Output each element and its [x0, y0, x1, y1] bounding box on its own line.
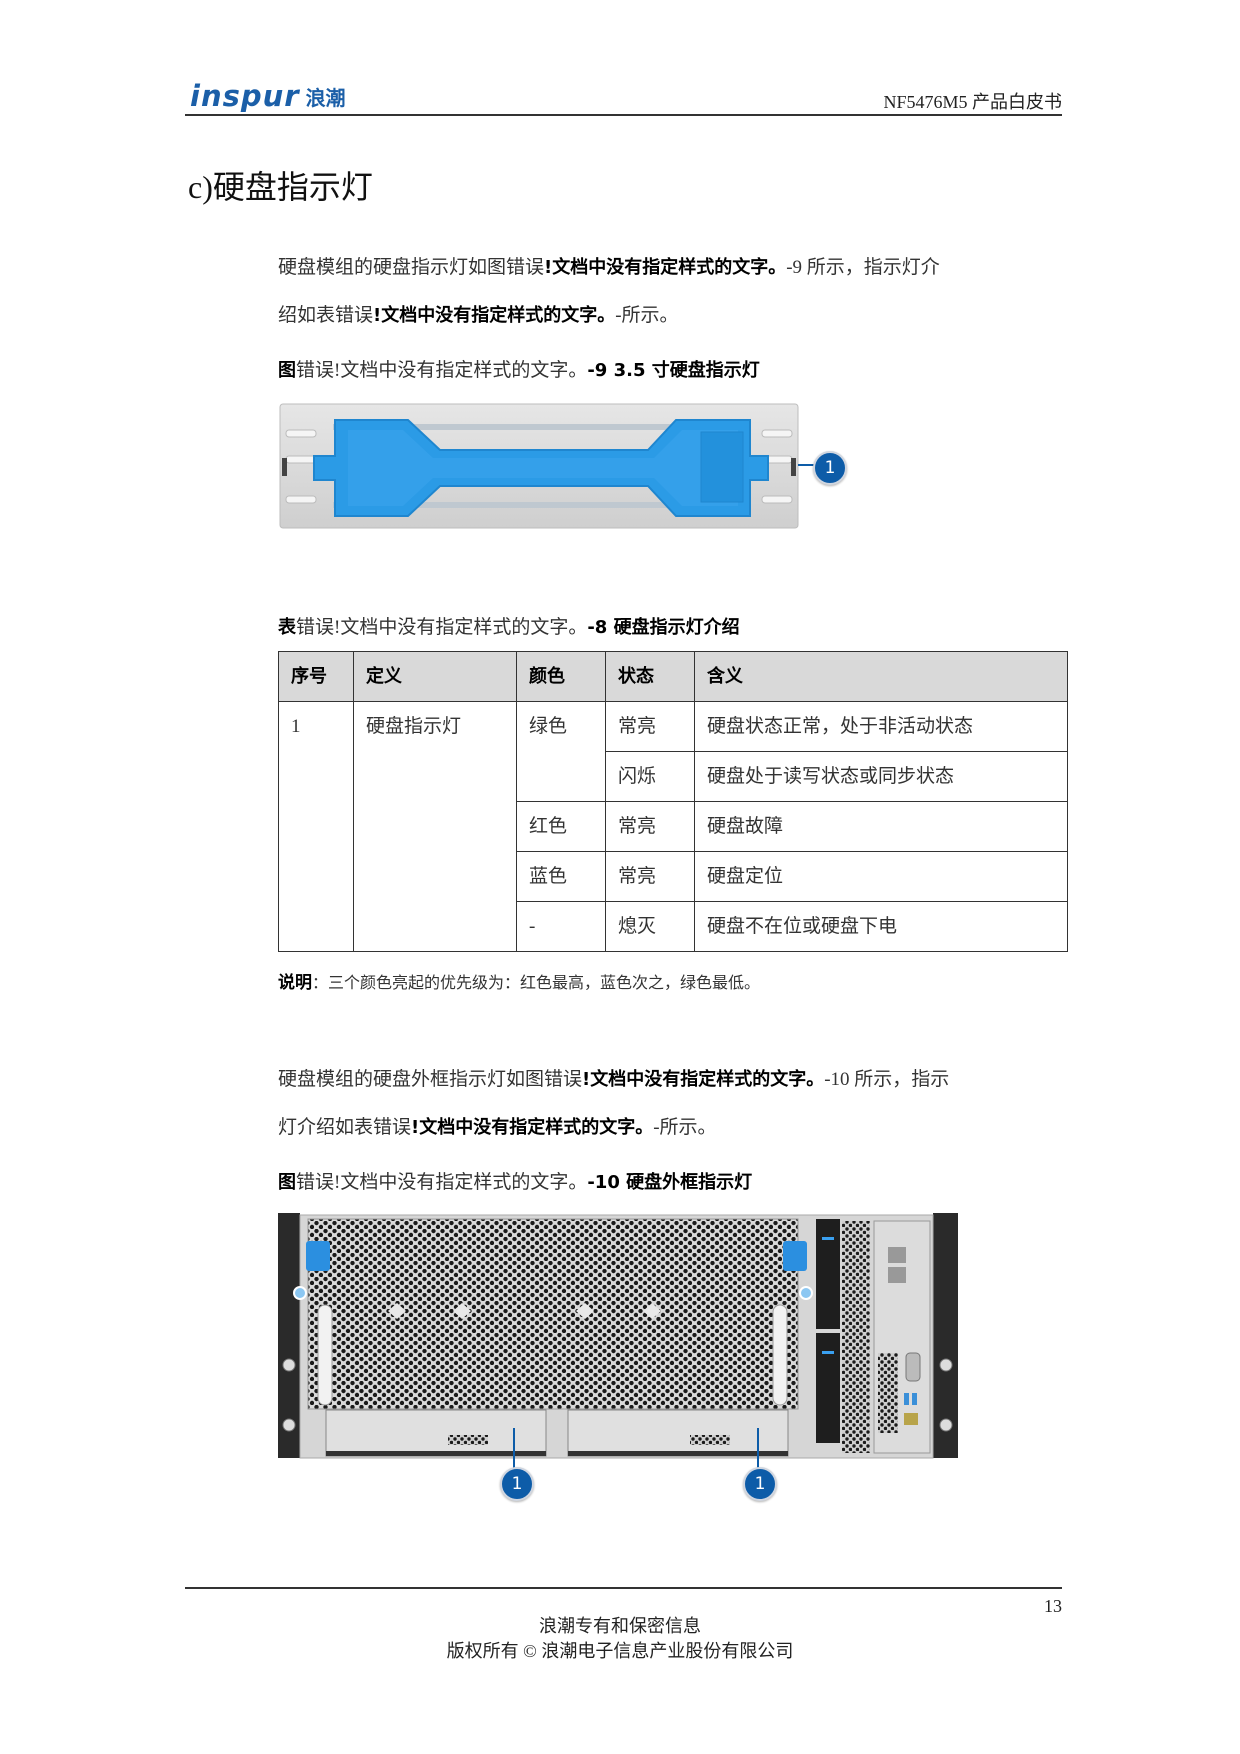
cell-state: 熄灭	[605, 901, 695, 952]
drive-tray-illustration	[279, 403, 799, 529]
logo-text-cn: 浪潮	[305, 85, 346, 110]
cell-color-red: 红色	[516, 801, 606, 852]
text-run: -10 所示，指示	[824, 1069, 950, 1090]
cell-meaning: 硬盘状态正常，处于非活动状态	[694, 701, 1068, 752]
cell-state: 常亮	[605, 851, 695, 902]
text-run: -9 所示，指示灯介	[786, 257, 940, 278]
footer-copyright: 版权所有 © 浪潮电子信息产业股份有限公司	[446, 1641, 794, 1661]
section-heading: c)硬盘指示灯	[188, 169, 373, 205]
page-number: 13	[1044, 1596, 1062, 1616]
footer-confidential: 浪潮专有和保密信息	[539, 1616, 701, 1636]
callout-leader-line	[798, 464, 814, 466]
cross-ref-error: !文档中没有指定样式的文字。	[373, 305, 616, 326]
cell-color-blue: 蓝色	[516, 851, 606, 902]
note-label: 说明	[278, 973, 312, 993]
note-text: ：三个颜色亮起的优先级为：红色最高，蓝色次之，绿色最低。	[312, 975, 761, 992]
figure-1-caption: 图错误!文档中没有指定样式的文字。-9 3.5 寸硬盘指示灯	[278, 355, 760, 382]
callout-badge-right-bay: 1	[743, 1467, 777, 1501]
caption-title: -8 硬盘指示灯介绍	[587, 617, 740, 638]
caption-prefix: 图	[278, 1172, 296, 1193]
table-row: 红色 常亮 硬盘故障	[279, 801, 1068, 852]
paragraph-2-line-1: 硬盘模组的硬盘外框指示灯如图错误!文档中没有指定样式的文字。-10 所示，指示	[278, 1070, 949, 1089]
header-divider	[185, 114, 1062, 116]
caption-title: -10 硬盘外框指示灯	[587, 1172, 753, 1193]
callout-badge: 1	[813, 451, 847, 485]
figure-2-caption: 图错误!文档中没有指定样式的文字。-10 硬盘外框指示灯	[278, 1167, 752, 1194]
caption-prefix: 图	[278, 360, 296, 381]
text-run: 硬盘模组的硬盘外框指示灯如图错误	[278, 1069, 583, 1090]
caption-title: -9 3.5 寸硬盘指示灯	[587, 360, 760, 381]
cell-definition: 硬盘指示灯	[353, 701, 517, 952]
caption-error-text: 错误!文档中没有指定样式的文字。	[296, 1172, 588, 1193]
cell-meaning: 硬盘处于读写状态或同步状态	[694, 751, 1068, 802]
cell-meaning: 硬盘不在位或硬盘下电	[694, 901, 1068, 952]
table-caption: 表错误!文档中没有指定样式的文字。-8 硬盘指示灯介绍	[278, 612, 740, 639]
cell-state: 闪烁	[605, 751, 695, 802]
text-run: 绍如表错误	[278, 305, 374, 326]
text-run: -所示。	[653, 1117, 717, 1138]
cross-ref-error: !文档中没有指定样式的文字。	[411, 1117, 654, 1138]
column-header-index: 序号	[278, 651, 354, 702]
cross-ref-error: !文档中没有指定样式的文字。	[544, 257, 787, 278]
table-note: 说明：三个颜色亮起的优先级为：红色最高，蓝色次之，绿色最低。	[278, 968, 760, 993]
footer-divider	[185, 1587, 1062, 1589]
paragraph-2-line-2: 灯介绍如表错误!文档中没有指定样式的文字。-所示。	[278, 1118, 717, 1137]
cell-index: 1	[278, 701, 354, 952]
paragraph-1-line-2: 绍如表错误!文档中没有指定样式的文字。-所示。	[278, 306, 679, 325]
column-header-color: 颜色	[516, 651, 606, 702]
cell-state: 常亮	[605, 801, 695, 852]
drive-tray-figure: 1	[278, 400, 847, 532]
column-header-definition: 定义	[353, 651, 517, 702]
caption-prefix: 表	[278, 617, 296, 638]
document-title: NF5476M5 产品白皮书	[883, 92, 1062, 112]
column-header-meaning: 含义	[694, 651, 1068, 702]
server-front-figure	[278, 1213, 958, 1473]
text-run: -所示。	[615, 305, 679, 326]
cell-color-none: -	[516, 901, 606, 952]
server-front-illustration	[278, 1213, 958, 1473]
cell-meaning: 硬盘定位	[694, 851, 1068, 902]
inspur-logo: inspur 浪潮	[190, 80, 346, 112]
callout-badge-left-bay: 1	[500, 1467, 534, 1501]
cross-ref-error: !文档中没有指定样式的文字。	[582, 1069, 825, 1090]
column-header-state: 状态	[605, 651, 695, 702]
caption-error-text: 错误!文档中没有指定样式的文字。	[296, 617, 588, 638]
led-indicator-table: 序号 定义 颜色 状态 含义 1 硬盘指示灯 绿色 常亮 硬盘状态正常，处于非活…	[278, 651, 1068, 952]
logo-text-en: inspur	[190, 78, 300, 113]
caption-error-text: 错误!文档中没有指定样式的文字。	[296, 360, 588, 381]
text-run: 灯介绍如表错误	[278, 1117, 412, 1138]
table-row: 1 硬盘指示灯 绿色 常亮 硬盘状态正常，处于非活动状态	[278, 701, 1068, 952]
cell-color-green: 绿色	[516, 701, 606, 802]
table-row: 蓝色 常亮 硬盘定位	[279, 851, 1068, 902]
paragraph-1-line-1: 硬盘模组的硬盘指示灯如图错误!文档中没有指定样式的文字。-9 所示，指示灯介	[278, 258, 940, 277]
cell-meaning: 硬盘故障	[694, 801, 1068, 852]
table-header-row: 序号 定义 颜色 状态 含义	[278, 651, 1068, 702]
table-row: - 熄灭 硬盘不在位或硬盘下电	[279, 901, 1068, 952]
text-run: 硬盘模组的硬盘指示灯如图错误	[278, 257, 545, 278]
cell-state: 常亮	[605, 701, 695, 752]
